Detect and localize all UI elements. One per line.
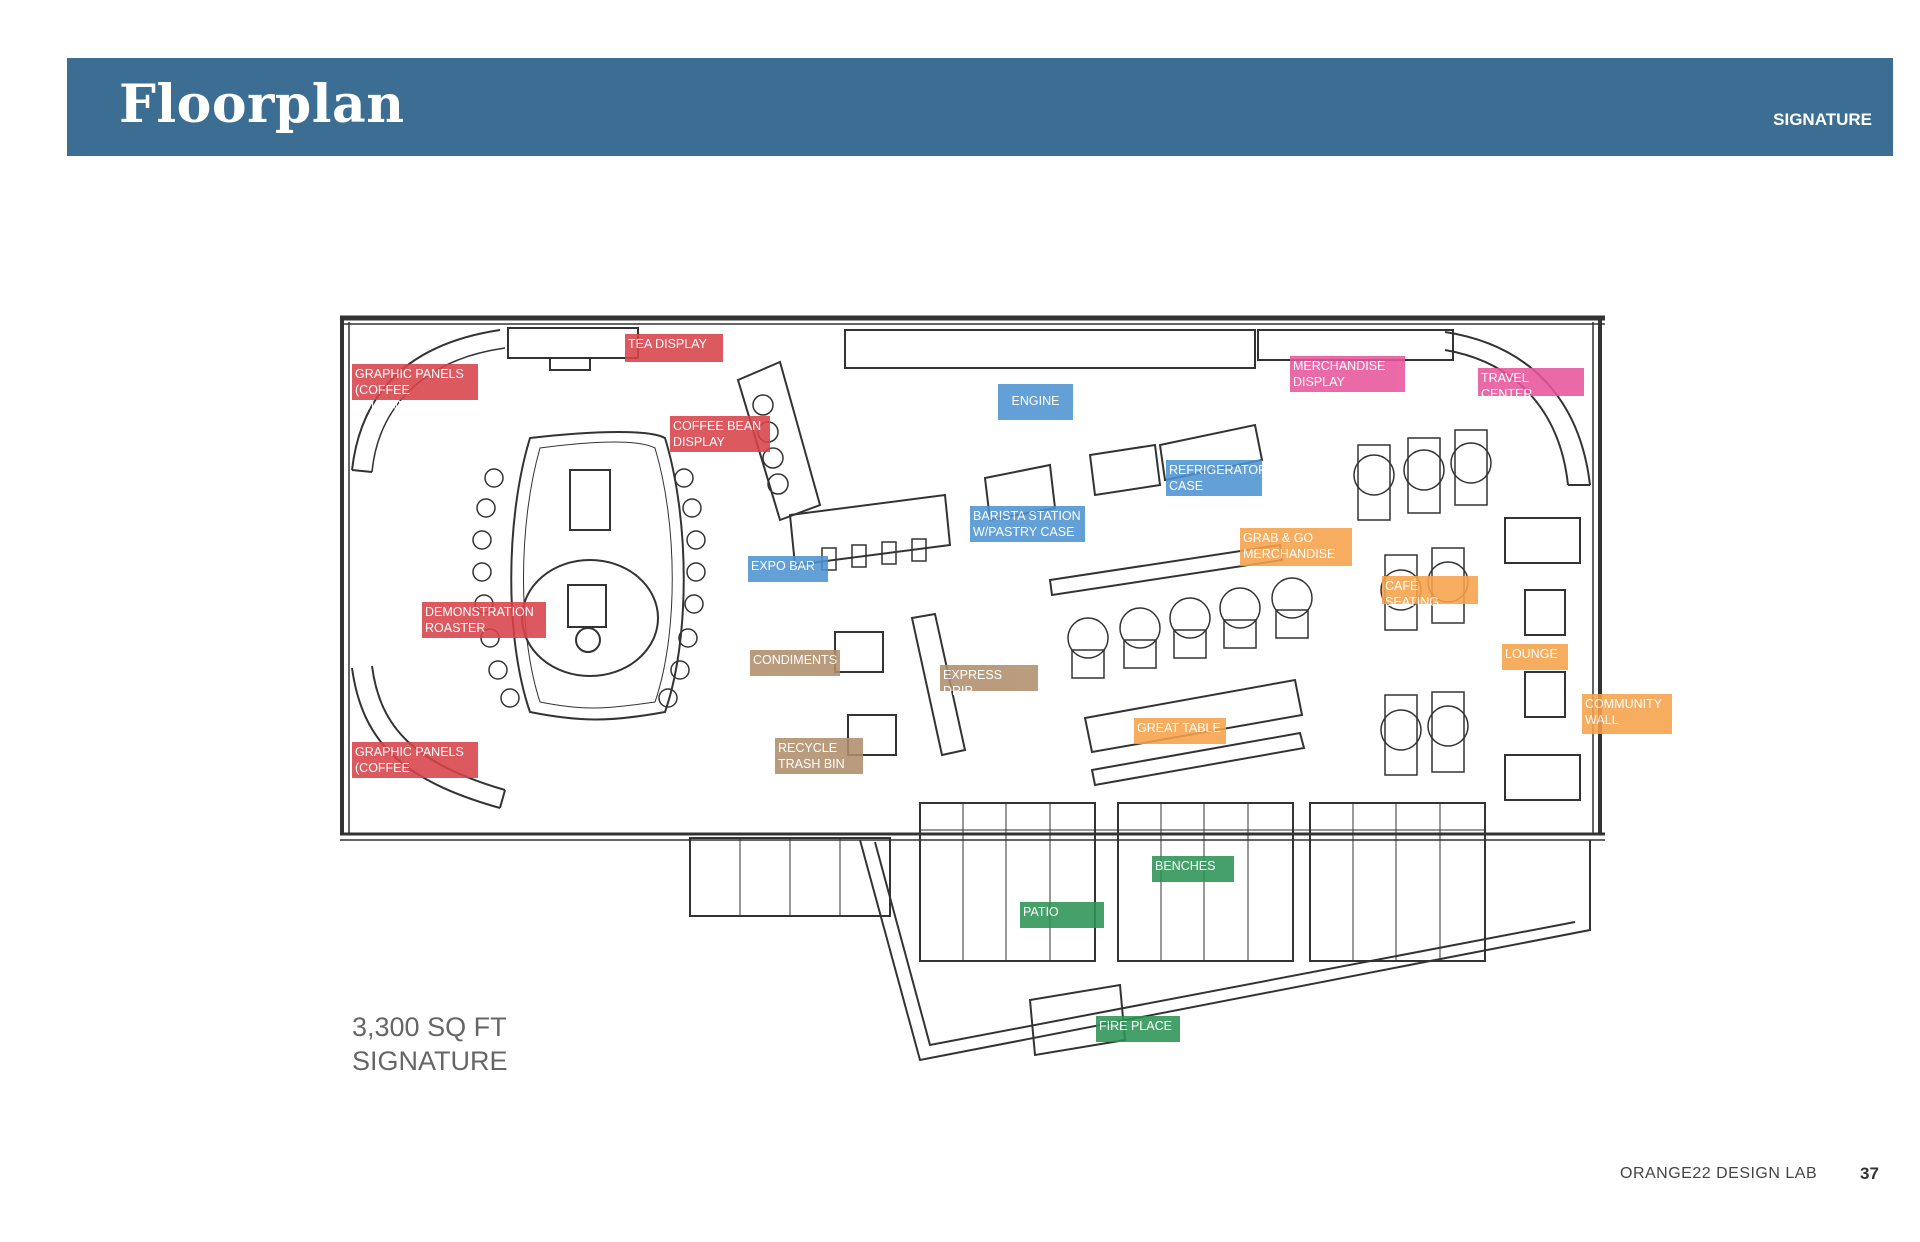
label-condiments: CONDIMENTS [750,650,840,676]
label-travel-center: TRAVEL CENTER [1478,368,1584,401]
label-lounge: LOUNGE [1502,644,1568,670]
label-recycle-trash-bin: RECYCLE TRASH BIN [775,738,863,774]
label-grab-and-go: GRAB & GO MERCHANDISE [1240,528,1352,566]
page-title: Floorplan [119,74,405,135]
label-community-wall: COMMUNITY WALL [1582,694,1672,734]
label-graphic-panels-bottom: GRAPHIC PANELS (COFFEE JOURNEY) [352,742,478,791]
outer-walls [340,315,1605,841]
label-fire-place: FIRE PLACE [1096,1016,1180,1042]
label-refrigerator-case: REFRIGERATOR CASE [1166,460,1267,496]
label-graphic-panels-top: GRAPHIC PANELS (COFFEE JOURNEY) [352,364,478,413]
header-bar [67,58,1893,156]
footer-brand: ORANGE22 DESIGN LAB [1620,1165,1818,1182]
label-tea-display: TEA DISPLAY [625,334,723,362]
label-cafe-seating: CAFÉ SEATING [1382,576,1478,609]
label-merchandise-display: MERCHANDISE DISPLAY [1290,356,1405,392]
area-caption: 3,300 SQ FT SIGNATURE [352,1012,508,1076]
label-barista-station: BARISTA STATION W/PASTRY CASE [970,506,1085,542]
header-tag: SIGNATURE [1773,110,1872,129]
page-number: 37 [1860,1164,1879,1183]
label-engine: ENGINE [998,384,1073,420]
label-benches: BENCHES [1152,856,1234,882]
label-patio: PATIO [1020,902,1104,928]
label-coffee-bean-display: COFFEE BEAN DISPLAY [670,416,770,452]
label-express-drip: EXPRESS DRIP [940,665,1038,698]
label-demonstration-roaster: DEMONSTRATION ROASTER [422,602,546,638]
label-expo-bar: EXPO BAR [748,556,828,582]
label-great-table: GREAT TABLE [1134,718,1226,744]
